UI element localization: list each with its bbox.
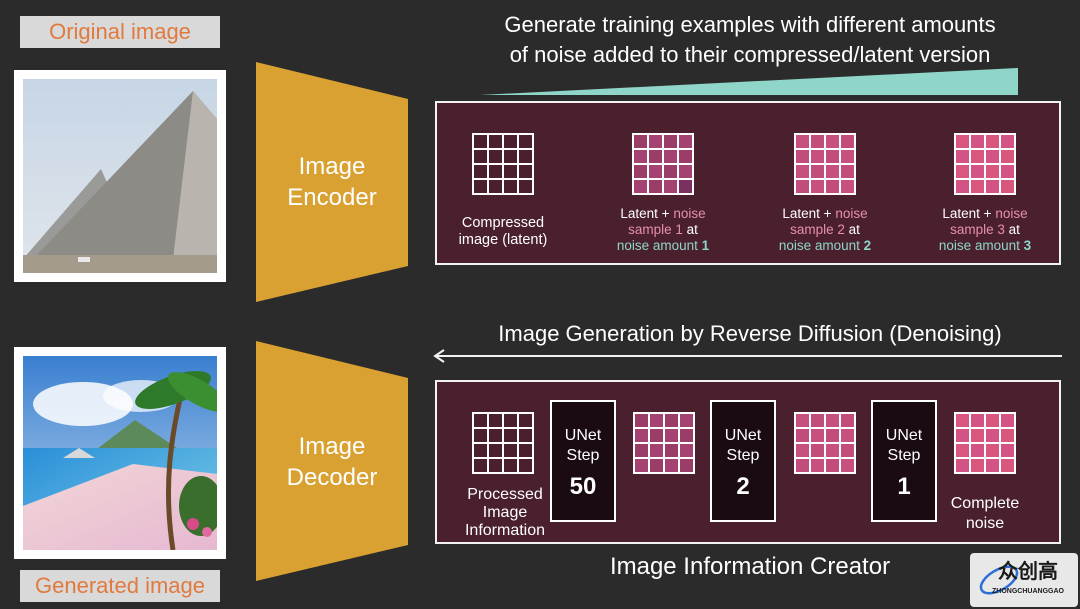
compressed-caption: Compressed image (latent) xyxy=(458,215,548,248)
training-examples-panel: Compressed image (latent) Latent + noise… xyxy=(435,101,1061,265)
processed-caption: Processed Image Information xyxy=(464,486,546,539)
generated-image-frame xyxy=(14,347,226,559)
generated-image-label: Generated image xyxy=(20,570,220,602)
watermark-swirl-icon xyxy=(979,565,1019,595)
image-information-creator-title: Image Information Creator xyxy=(609,553,891,580)
left-arrow-icon xyxy=(433,349,1062,363)
generated-image xyxy=(23,356,217,550)
noise-grid-1 xyxy=(632,133,694,195)
noise-grid-2 xyxy=(794,133,856,195)
denoise-grid-2 xyxy=(794,412,856,474)
complete-noise-grid xyxy=(954,412,1016,474)
sample-caption-1: Latent + noise sample 1 at noise amount … xyxy=(616,206,710,253)
original-image-frame xyxy=(14,70,226,282)
original-image xyxy=(23,79,217,273)
complete-noise-caption: Complete noise xyxy=(950,495,1020,532)
image-encoder-label: Image Encoder xyxy=(287,153,377,211)
image-encoder-shape xyxy=(256,62,408,302)
noise-grid-3 xyxy=(954,133,1016,195)
reverse-diffusion-title: Image Generation by Reverse Diffusion (D… xyxy=(498,321,1002,346)
processed-grid xyxy=(472,412,534,474)
denoise-grid-1 xyxy=(633,412,695,474)
image-decoder-label: Image Decoder xyxy=(286,433,378,491)
image-decoder-shape xyxy=(256,341,408,581)
sample-caption-2: Latent + noise sample 2 at noise amount … xyxy=(778,206,872,253)
top-title: Generate training examples with differen… xyxy=(504,12,996,67)
latent-grid xyxy=(472,133,534,195)
unet-step-2: UNet Step 2 xyxy=(710,400,776,522)
unet-step-1: UNet Step 1 xyxy=(871,400,937,522)
image-information-creator-panel: Processed Image Information UNet Step 50… xyxy=(435,380,1061,544)
original-image-label: Original image xyxy=(20,16,220,48)
noise-ramp xyxy=(480,68,1018,95)
watermark-logo: 众创高 ZHONGCHUANGGAO xyxy=(970,553,1078,607)
unet-step-50: UNet Step 50 xyxy=(550,400,616,522)
sample-caption-3: Latent + noise sample 3 at noise amount … xyxy=(938,206,1032,253)
